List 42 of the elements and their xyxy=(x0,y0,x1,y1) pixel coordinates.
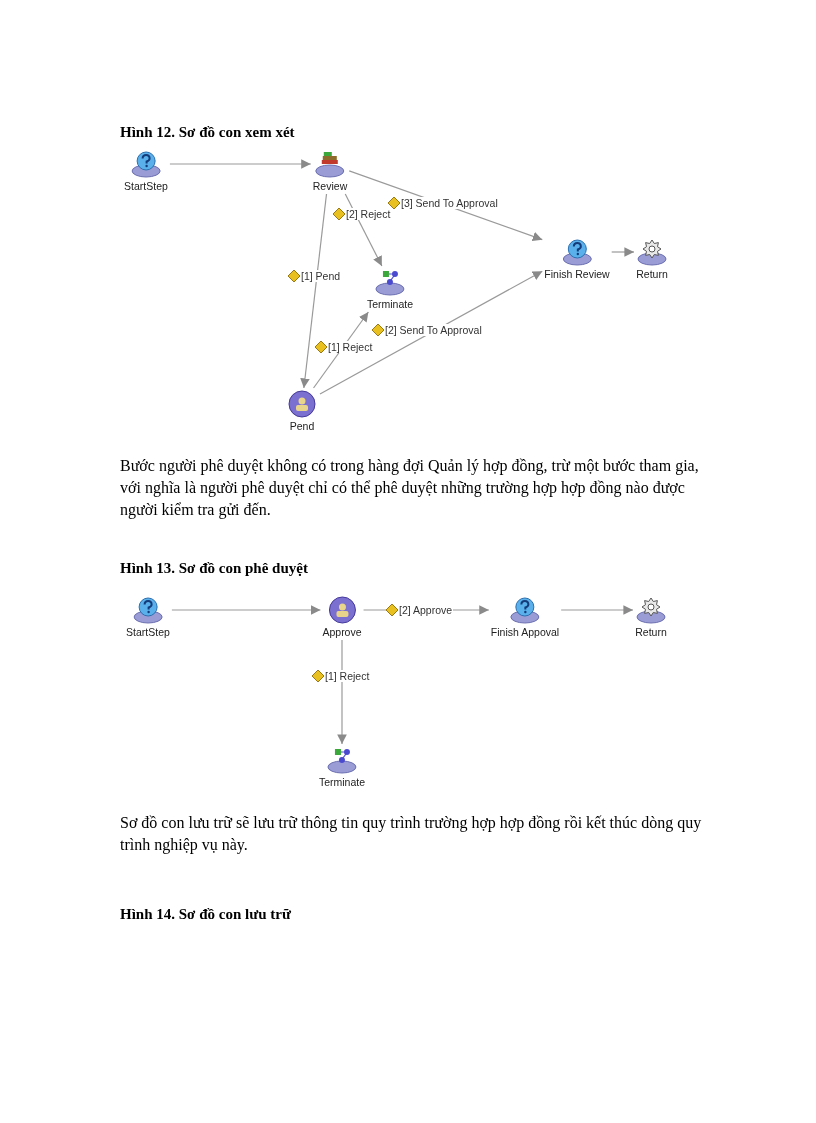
workflow-step xyxy=(366,268,414,310)
workflow-step xyxy=(636,238,668,280)
workflow-step xyxy=(322,596,362,638)
edge-label: [2] Send To Approval xyxy=(384,324,483,336)
edge-label: [1] Pend xyxy=(300,270,342,282)
step-label: Review xyxy=(312,180,348,192)
edge-label: [2] Reject xyxy=(345,208,392,220)
arrow xyxy=(337,639,347,745)
step-label: Terminate xyxy=(318,776,366,788)
workflow-step xyxy=(490,596,560,638)
edge-label: [1] Reject xyxy=(324,670,371,682)
step-label: Return xyxy=(636,268,668,280)
edge-label: [3] Send To Approval xyxy=(400,197,499,209)
paragraph: Bước người phê duyệt không có trong hàng đợi Quản lý hợp đồng, trừ một bước tham gia, với nghĩa là người phê duyệt chỉ có thể phê duyệt những trường hợp hợp đồng nào được người kiểm tra gửi đến. xyxy=(120,456,700,521)
arrow xyxy=(171,605,322,615)
step-label: StartStep xyxy=(124,180,168,192)
step-label: Pend xyxy=(288,420,316,432)
figure-heading: Hình 14. Sơ đồ con lưu trữ xyxy=(120,906,291,923)
figure-heading: Hình 12. Sơ đồ con xem xét xyxy=(120,124,295,141)
workflow-step xyxy=(286,390,318,432)
arrow xyxy=(319,270,543,395)
edge-label: [1] Reject xyxy=(327,341,374,353)
figure-heading: Hình 13. Sơ đồ con phê duyệt xyxy=(120,560,308,577)
step-label: Return xyxy=(635,626,667,638)
step-label: Terminate xyxy=(366,298,414,310)
paragraph: Sơ đồ con lưu trữ sẽ lưu trữ thông tin quy trình trường hợp hợp đồng rồi kết thúc dòng quy trình nghiệp vụ này. xyxy=(120,813,703,856)
workflow-step xyxy=(126,596,170,638)
workflow-step xyxy=(544,238,610,280)
arrow xyxy=(312,311,369,389)
edge-label: [2] Approve xyxy=(398,604,454,616)
workflow-step xyxy=(635,596,667,638)
step-label: StartStep xyxy=(126,626,170,638)
workflow-step xyxy=(312,150,348,192)
workflow-step xyxy=(124,150,168,192)
workflow-step xyxy=(318,746,366,788)
arrow xyxy=(300,193,328,389)
arrow xyxy=(169,159,312,169)
arrow xyxy=(560,605,634,615)
step-label: Finish Appoval xyxy=(490,626,560,638)
step-label: Approve xyxy=(322,626,362,638)
arrow xyxy=(611,247,635,257)
step-label: Finish Review xyxy=(544,268,610,280)
